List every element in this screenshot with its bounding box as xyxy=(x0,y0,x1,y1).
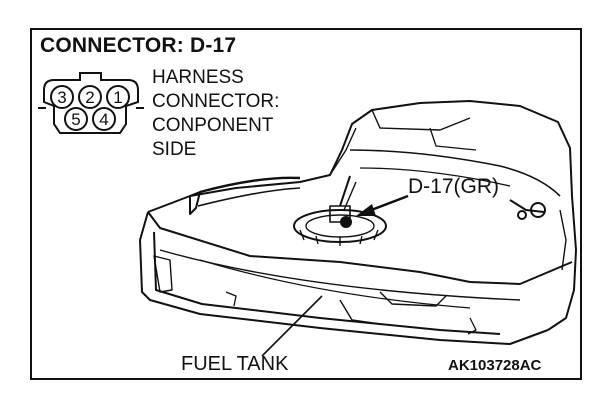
diagram-title: CONNECTOR: D-17 xyxy=(40,34,237,57)
pin-label: 5 xyxy=(71,110,80,129)
connector-callout-label: D-17(GR) xyxy=(408,175,500,198)
harness-caption: HARNESS CONNECTOR: CONPONENT SIDE xyxy=(152,66,279,162)
pin-label: 2 xyxy=(85,88,94,107)
connector-face-icon xyxy=(38,72,144,134)
tank-leader-line xyxy=(261,295,323,357)
harness-caption-line: HARNESS xyxy=(152,67,244,88)
harness-caption-line: CONPONENT xyxy=(152,115,274,136)
callout-arrow-icon xyxy=(356,194,409,216)
fuel-tank-label: FUEL TANK xyxy=(181,353,289,375)
pin-label: 3 xyxy=(57,88,66,107)
pin-label: 1 xyxy=(113,88,122,107)
harness-caption-line: SIDE xyxy=(152,139,197,160)
harness-caption-line: CONNECTOR: xyxy=(152,91,280,112)
pin-label: 4 xyxy=(99,110,108,129)
fuel-tank-illustration xyxy=(139,100,577,345)
figure-id: AK103728AC xyxy=(448,357,542,374)
